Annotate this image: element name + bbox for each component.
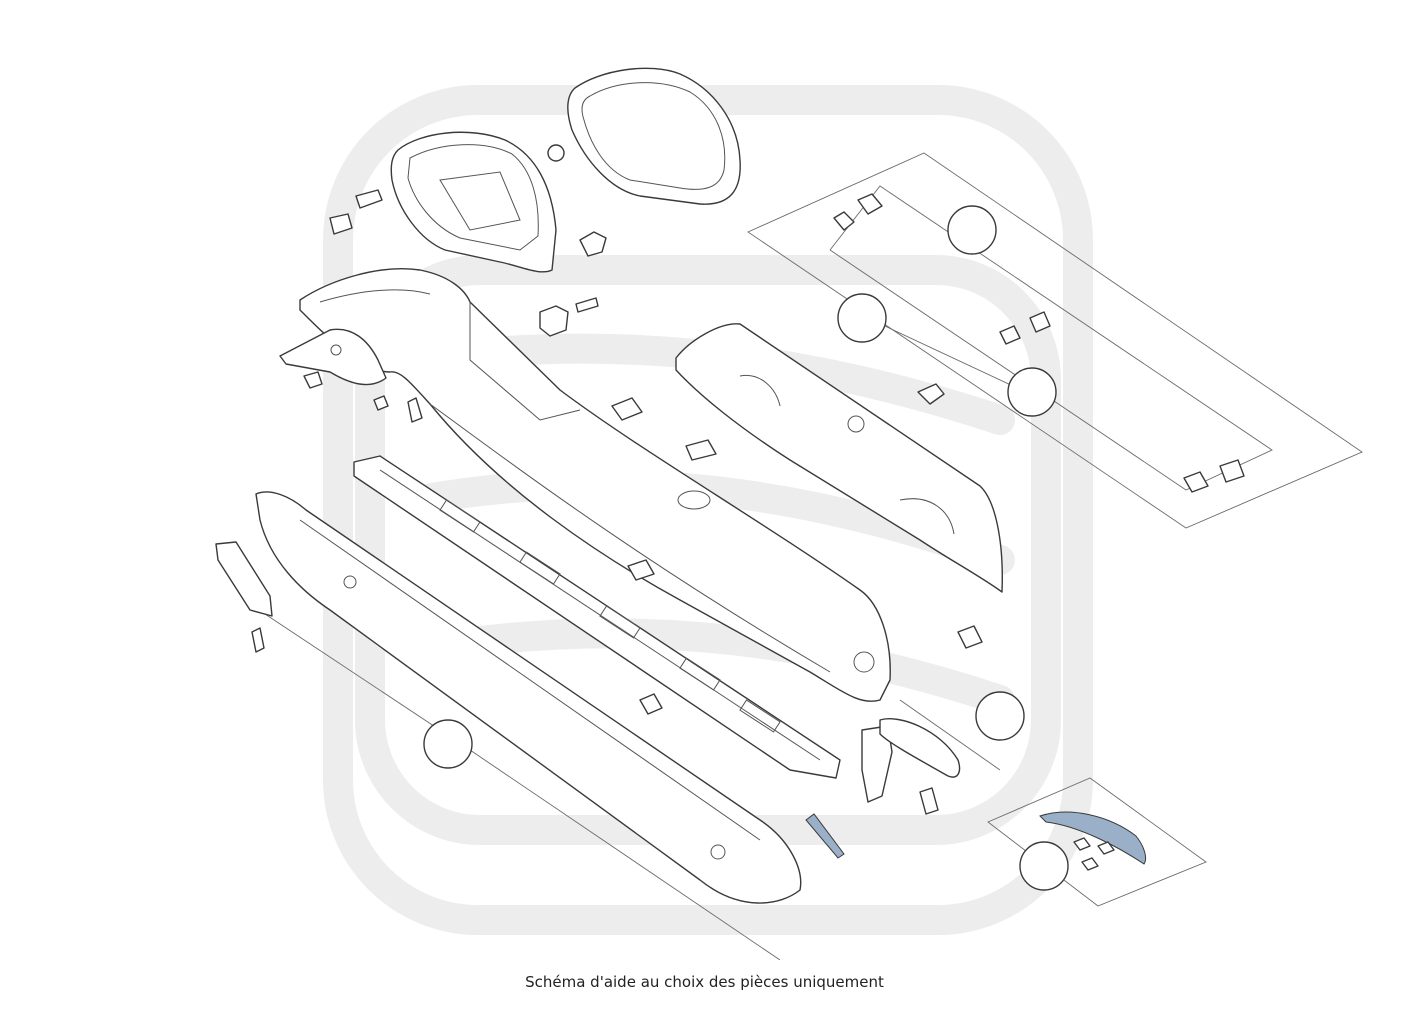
selection-circle-6[interactable]	[1019, 841, 1069, 891]
selection-circles	[423, 205, 1069, 891]
selection-circle-4[interactable]	[975, 691, 1025, 741]
clip-set[interactable]	[1073, 837, 1115, 871]
bumper-cover[interactable]	[299, 268, 891, 702]
selection-circle-5[interactable]	[423, 719, 473, 769]
corner-bracket[interactable]	[215, 541, 273, 617]
lower-grille-strip[interactable]	[353, 455, 841, 779]
vertical-bracket[interactable]	[861, 625, 983, 815]
exploded-diagram	[215, 67, 1363, 961]
diffuser-insert[interactable]	[675, 323, 1003, 593]
retaining-strip[interactable]	[805, 811, 1147, 865]
clip-mid[interactable]	[611, 383, 945, 715]
mirror-cover-ring[interactable]	[567, 67, 741, 205]
diagram-caption: Schéma d'aide au choix des pièces unique…	[525, 973, 884, 991]
selection-circle-2[interactable]	[837, 293, 887, 343]
sensor-holders[interactable]	[833, 193, 1245, 493]
leader-lines	[261, 319, 1031, 961]
side-bracket[interactable]	[279, 328, 387, 386]
mirror-housing[interactable]	[390, 131, 557, 273]
selection-circle-1[interactable]	[947, 205, 997, 255]
lower-valance[interactable]	[255, 491, 802, 904]
fastener-set-top[interactable]	[329, 144, 607, 337]
selection-circle-3[interactable]	[1007, 367, 1057, 417]
bumper-end-cap[interactable]	[879, 718, 961, 778]
screw-set-left[interactable]	[251, 371, 423, 653]
